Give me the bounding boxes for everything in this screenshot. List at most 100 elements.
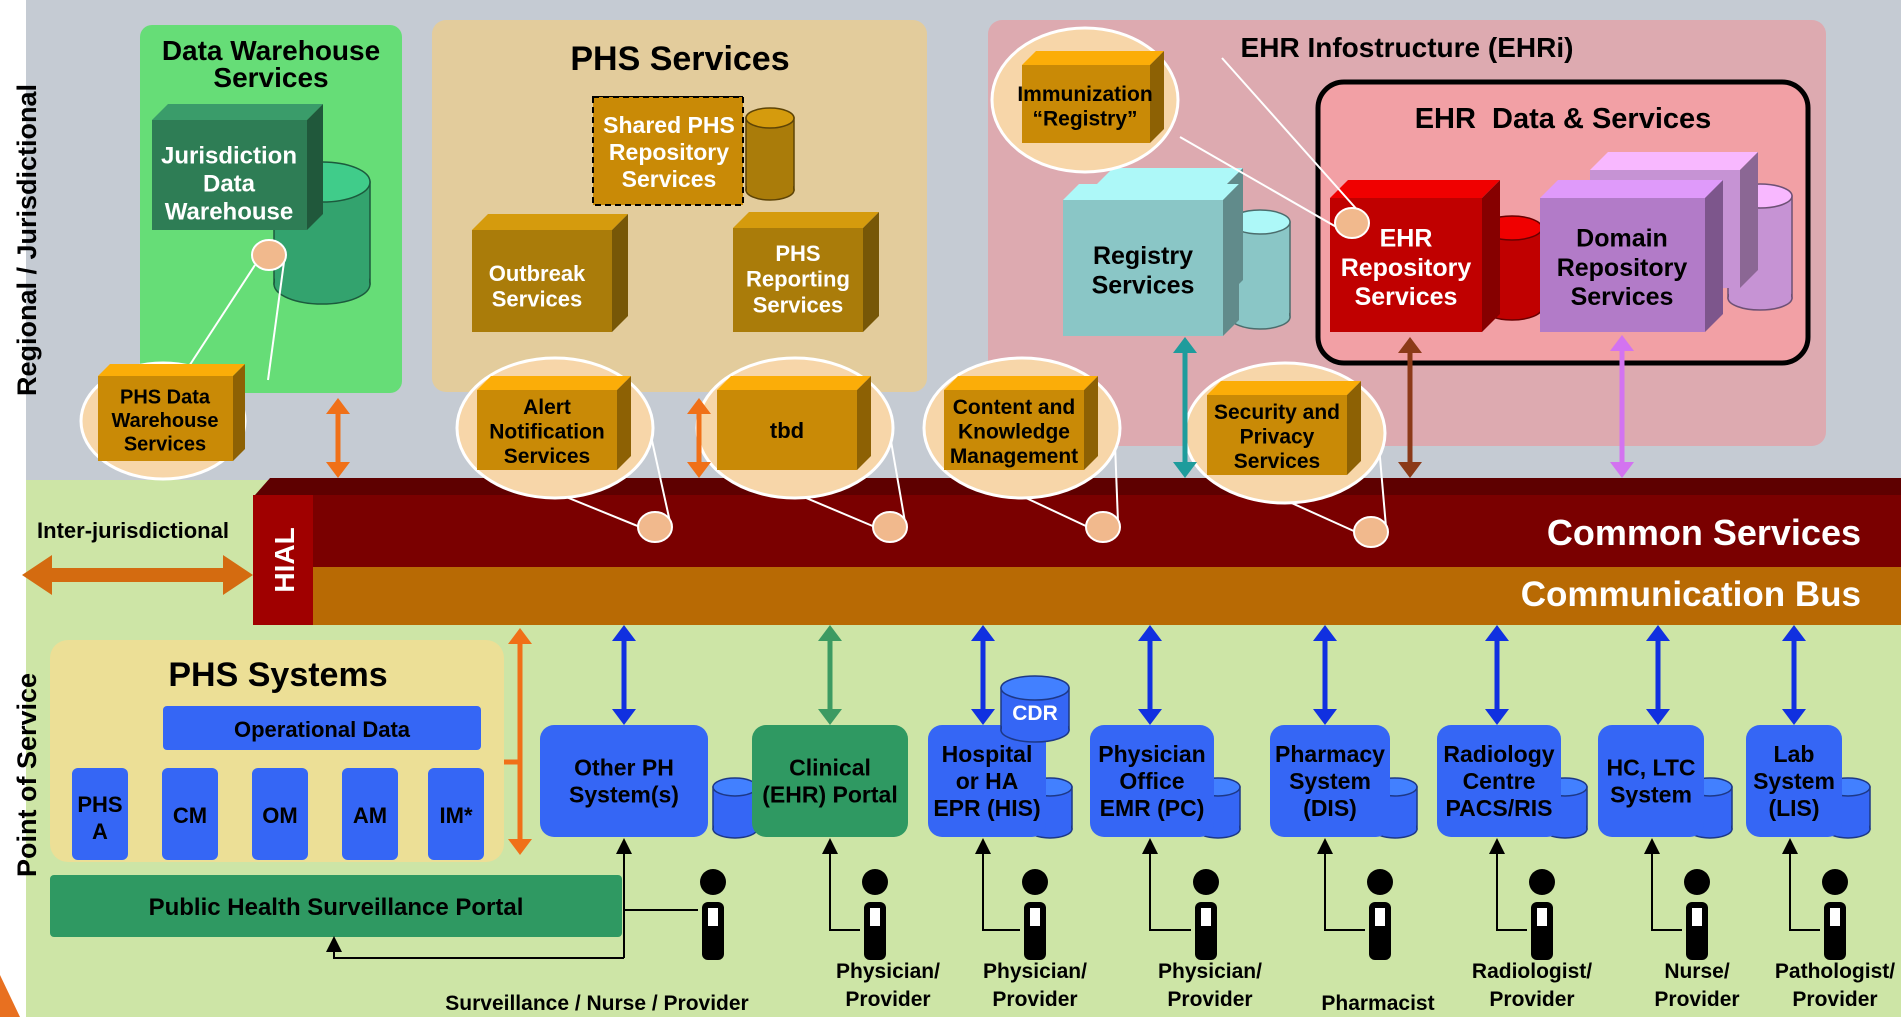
outbreak-cube[interactable] bbox=[472, 214, 628, 332]
pos-system-8[interactable] bbox=[1746, 725, 1842, 837]
domain-repo-cube-top bbox=[1540, 180, 1723, 198]
user-4-label-2: Provider bbox=[1167, 988, 1252, 1011]
ehr-repo-bus-arrow-head-top bbox=[1398, 337, 1422, 353]
user-5-icon-body bbox=[1369, 902, 1391, 960]
pos-system-6-text-line-3: PACS/RIS bbox=[1446, 795, 1553, 821]
pos-system-3[interactable] bbox=[928, 725, 1046, 837]
communication-bus-bar[interactable] bbox=[255, 567, 1901, 625]
pos-system-4[interactable] bbox=[1090, 725, 1214, 837]
security-privacy-cube[interactable] bbox=[1207, 381, 1361, 475]
user-1-icon bbox=[700, 869, 726, 960]
user-5-label-1: Pharmacist bbox=[1321, 992, 1434, 1015]
outbreak-cube-side bbox=[612, 214, 628, 332]
phs-module-2-label-1: CM bbox=[173, 803, 207, 828]
user-6-icon bbox=[1529, 869, 1555, 960]
left-margin bbox=[0, 0, 26, 1017]
immunization-cube[interactable] bbox=[1022, 51, 1164, 143]
pos-system-3-text-line-3: EPR (HIS) bbox=[933, 795, 1040, 821]
pos-arrow-6 bbox=[1485, 625, 1509, 725]
registry-cube-back-top bbox=[1097, 168, 1243, 184]
inter-jurisdictional-arrow-head-right bbox=[223, 555, 253, 595]
user-4-label-1: Physician/ bbox=[1158, 960, 1262, 983]
phs-module-1[interactable] bbox=[72, 768, 128, 860]
pos-arrow-7 bbox=[1646, 625, 1670, 725]
content-knowledge-cube[interactable] bbox=[944, 376, 1098, 470]
pos-system-5-text-line-3: (DIS) bbox=[1303, 795, 1357, 821]
dw-jurisdiction-cube-side bbox=[307, 104, 323, 230]
pos-system-5-text-line-2: System bbox=[1289, 768, 1371, 794]
phs-data-warehouse-cube-side bbox=[233, 364, 245, 461]
registry-cube-side bbox=[1223, 184, 1239, 336]
operational-data-label: Operational Data bbox=[234, 717, 411, 742]
phs-module-5[interactable] bbox=[428, 768, 484, 860]
pos-system-1-text-line-2: System(s) bbox=[569, 782, 679, 808]
user-3-icon bbox=[1022, 869, 1048, 960]
user-3-icon-body bbox=[1024, 902, 1046, 960]
cdr-label: CDR bbox=[1012, 702, 1058, 725]
public-health-portal-label: Public Health Surveillance Portal bbox=[149, 894, 524, 921]
user-7-label-2: Provider bbox=[1654, 988, 1739, 1011]
outbreak-cube-top bbox=[472, 214, 628, 230]
pos-arrow-3-head-bottom bbox=[971, 709, 995, 725]
shared-phs-cube[interactable] bbox=[592, 96, 744, 206]
phs-bus-arrow-head-top bbox=[687, 398, 711, 414]
user-8-label-2: Provider bbox=[1792, 988, 1877, 1011]
operational-data-box[interactable] bbox=[163, 706, 481, 750]
phs-module-2[interactable] bbox=[162, 768, 218, 860]
user-2-icon bbox=[862, 869, 888, 960]
phs-data-warehouse-cube[interactable] bbox=[98, 364, 245, 461]
inter-jurisdictional-label: Inter-jurisdictional bbox=[37, 518, 229, 543]
hial-label: HIAL bbox=[269, 527, 300, 592]
pos-system-1-text-line-1: Other PH bbox=[574, 755, 674, 781]
dw-jurisdiction-cube[interactable] bbox=[152, 104, 323, 230]
phs-services-title: PHS Services bbox=[570, 40, 789, 78]
domain-repo-cube[interactable] bbox=[1540, 180, 1723, 332]
pos-arrow-4-head-top bbox=[1138, 625, 1162, 641]
tbd-cube[interactable] bbox=[717, 376, 871, 470]
phs-reporting-cube-side bbox=[863, 212, 879, 332]
shared-phs-cylinder bbox=[745, 107, 795, 201]
dw-bus-arrow-head-top bbox=[326, 398, 350, 414]
common-services-bar[interactable] bbox=[255, 495, 1901, 567]
tbd-cube-side bbox=[857, 376, 871, 470]
registry-cube[interactable] bbox=[1063, 184, 1239, 336]
ehr-repo-text-line-3: Services bbox=[1355, 283, 1458, 311]
registry-bus-arrow-head-bottom bbox=[1173, 462, 1197, 478]
phs-module-4[interactable] bbox=[342, 768, 398, 860]
ehr-repo-bus-arrow bbox=[1398, 337, 1422, 478]
user-2-label-1: Physician/ bbox=[836, 960, 940, 983]
pos-system-7-text-line-2: System bbox=[1610, 782, 1692, 808]
phs-reporting-cube[interactable] bbox=[733, 212, 879, 332]
user-5-icon-shirt bbox=[1375, 908, 1385, 926]
phs-module-3[interactable] bbox=[252, 768, 308, 860]
public-health-portal[interactable] bbox=[50, 875, 622, 937]
pos-system-8-text-line-1: Lab bbox=[1774, 741, 1815, 767]
pos-system-7[interactable] bbox=[1598, 725, 1704, 837]
hial-block[interactable] bbox=[253, 495, 313, 625]
user-2-icon-body bbox=[864, 902, 886, 960]
pos-arrow-4 bbox=[1138, 625, 1162, 725]
pos-arrow-5-head-bottom bbox=[1313, 709, 1337, 725]
pos-system-4-text-line-2: Office bbox=[1119, 768, 1184, 794]
phs-reporting-text-line-1: PHS bbox=[775, 241, 820, 266]
alert-notification-cube[interactable] bbox=[477, 376, 631, 470]
user-6-icon-body bbox=[1531, 902, 1553, 960]
domain-repo-cube-face bbox=[1540, 198, 1705, 332]
security-privacy-cube-face bbox=[1207, 395, 1347, 475]
outbreak-text-line-1: Outbreak bbox=[489, 261, 586, 286]
pos-system-6[interactable] bbox=[1437, 725, 1561, 837]
pos-arrow-6-head-bottom bbox=[1485, 709, 1509, 725]
pos-arrow-2 bbox=[818, 625, 842, 725]
user-5-icon-head bbox=[1367, 869, 1393, 895]
user-2-icon-shirt bbox=[870, 908, 880, 926]
content-knowledge-text-line-1: Content and bbox=[953, 396, 1075, 419]
security-privacy-text-line-1: Security and bbox=[1214, 401, 1340, 424]
pos-arrow-5-head-top bbox=[1313, 625, 1337, 641]
user-1-icon-body bbox=[702, 902, 724, 960]
pos-system-1[interactable] bbox=[540, 725, 708, 837]
phs-bus-arrow bbox=[687, 398, 711, 478]
pos-system-5[interactable] bbox=[1270, 725, 1390, 837]
user-8-link bbox=[1782, 838, 1820, 931]
pos-system-2[interactable] bbox=[752, 725, 908, 837]
phs-reporting-cube-face bbox=[733, 228, 863, 332]
